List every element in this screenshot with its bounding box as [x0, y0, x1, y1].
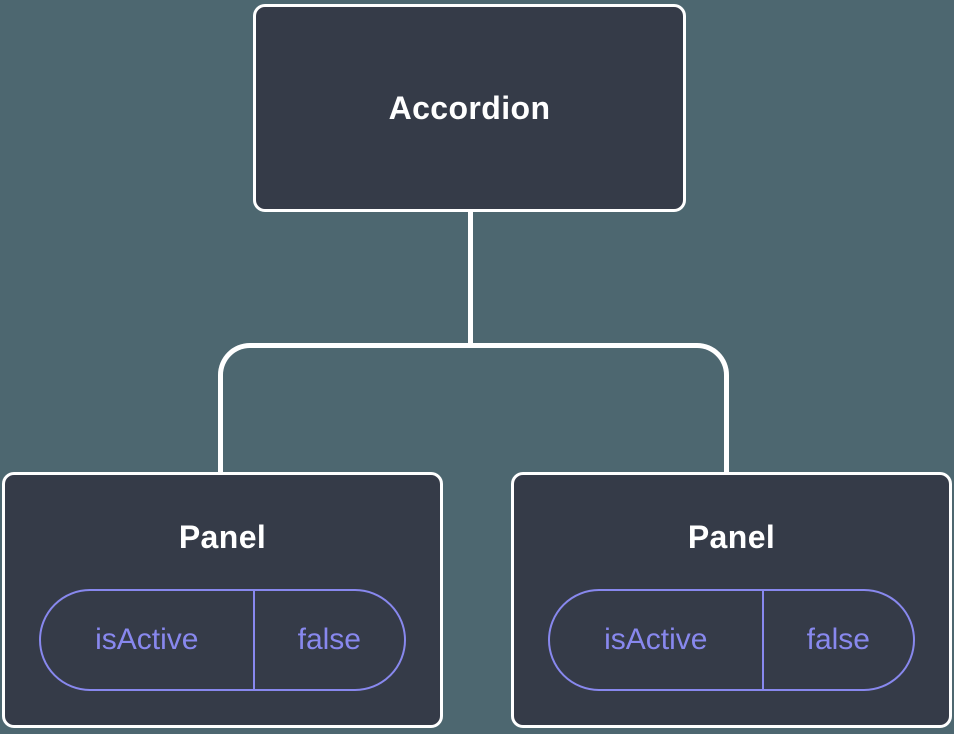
connector-stem	[468, 212, 473, 345]
prop-name: isActive	[604, 623, 708, 656]
accordion-node-label: Accordion	[388, 89, 551, 126]
connector-bracket	[218, 343, 729, 472]
component-node-panel-right: Panel isActive false	[511, 472, 952, 728]
component-node-accordion: Accordion	[253, 4, 686, 212]
prop-value: false	[252, 591, 404, 689]
panel-right-label: Panel	[687, 519, 776, 555]
prop-value: false	[761, 591, 913, 689]
component-node-panel-left: Panel isActive false	[2, 472, 443, 728]
prop-name: isActive	[95, 623, 199, 656]
panel-left-prop-pill: isActive false	[39, 589, 406, 691]
panel-right-prop-pill: isActive false	[548, 589, 915, 691]
panel-left-label: Panel	[178, 519, 267, 555]
